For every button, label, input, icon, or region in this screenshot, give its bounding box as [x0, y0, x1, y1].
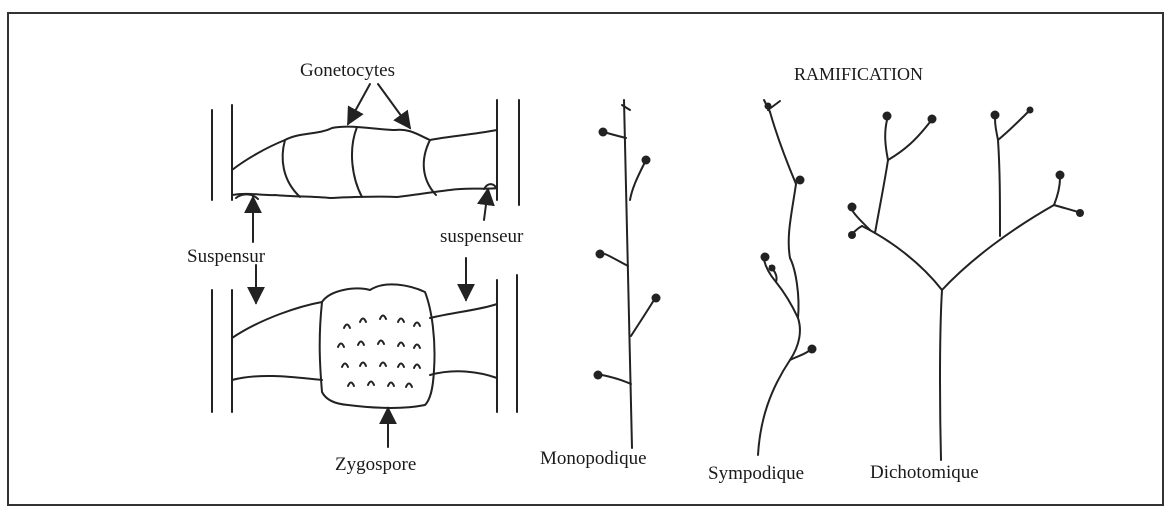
- dichotomique-drawing: [852, 112, 1078, 460]
- zygospore-drawing: [212, 275, 517, 412]
- sympodique-drawing: [758, 100, 810, 455]
- label-suspenseur: suspenseur: [440, 226, 524, 247]
- label-ramification: RAMIFICATION: [794, 64, 923, 84]
- dichotomique-sporangia: [848, 107, 1085, 240]
- gametangia-drawing: [212, 100, 519, 205]
- label-dichotomique: Dichotomique: [870, 462, 979, 483]
- label-zygospore: Zygospore: [335, 454, 416, 475]
- arrow-gonetocytes-right: [378, 84, 410, 128]
- arrow-suspenseur-up: [484, 189, 488, 220]
- label-monopodique: Monopodique: [540, 448, 647, 469]
- figure-frame: [8, 13, 1163, 505]
- label-sympodique: Sympodique: [708, 463, 804, 484]
- label-gonetocytes: Gonetocytes: [300, 60, 395, 81]
- label-suspensur: Suspensur: [187, 246, 266, 267]
- zygospore-ornament: [338, 316, 420, 388]
- arrow-gonetocytes-left: [348, 84, 370, 124]
- monopodique-drawing: [602, 100, 654, 448]
